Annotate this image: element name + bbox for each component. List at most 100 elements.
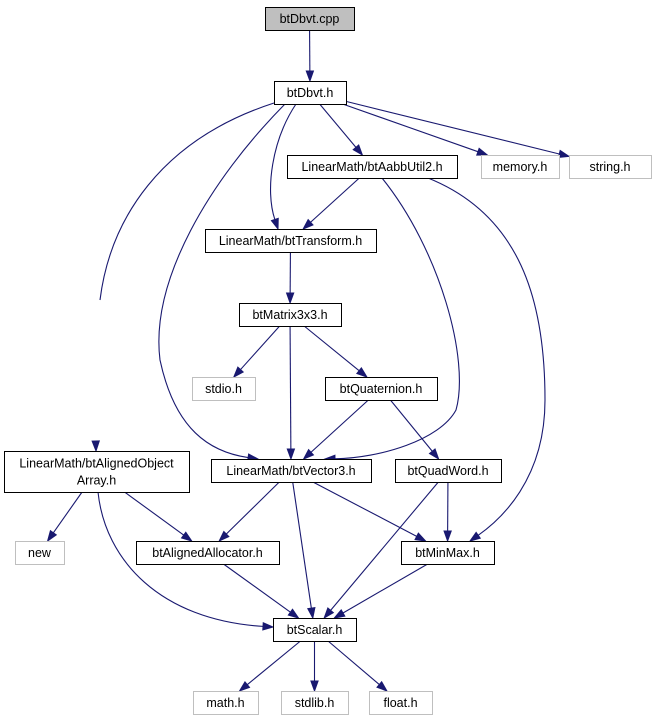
node-btVector3-h[interactable]: LinearMath/btVector3.h (211, 459, 372, 483)
edge-btDbvt-h-to-btAabbUtil2-h (319, 103, 364, 157)
node-box (15, 541, 65, 565)
edge-btQuaternion-h-to-btVector3-h (302, 399, 369, 460)
node-label: btMinMax.h (415, 546, 480, 560)
arrow-head (302, 448, 315, 460)
node-btDbvt-h[interactable]: btDbvt.h (274, 81, 347, 105)
edge-btMatrix3x3-h-to-stdio-h (232, 325, 281, 379)
node-box (193, 691, 259, 715)
node-btMinMax-h[interactable]: btMinMax.h (401, 541, 495, 565)
arrow-head (180, 531, 193, 542)
edge-line (99, 102, 275, 301)
edge-btDbvt-h-to-string-h (345, 100, 571, 159)
edge-btQuaternion-h-to-btQuadWord-h (389, 399, 440, 461)
arrow-head (468, 531, 482, 542)
edge-btTransform-h-to-btMatrix3x3-h (285, 251, 295, 305)
node-box (205, 229, 377, 253)
edge-btDbvt-h-to-btTransform-h (270, 103, 297, 231)
nodes-layer: btDbvt.cpp btDbvt.hLinearMath/btAabbUtil2… (4, 7, 652, 715)
node-box (273, 618, 357, 642)
node-label: LinearMath/btAlignedObject (19, 457, 174, 471)
edge-line (310, 177, 360, 223)
arrow-head (443, 530, 452, 543)
edge-btDbvt-h-to-btVector3-h (158, 103, 286, 462)
arrow-head (270, 217, 279, 231)
edge-line (310, 399, 369, 453)
edge-line (52, 491, 83, 534)
edge-line (240, 325, 281, 370)
edge-line (330, 481, 439, 611)
node-label: new (28, 546, 52, 560)
node-label: LinearMath/btVector3.h (226, 464, 355, 478)
node-label: btScalar.h (287, 623, 343, 637)
node-new[interactable]: new (15, 541, 65, 565)
node-float-h[interactable]: float.h (369, 691, 433, 715)
edge-line (292, 481, 312, 609)
arrow-head (428, 448, 440, 461)
arrow-head (218, 530, 230, 543)
edge-line (246, 640, 301, 686)
arrow-head (307, 606, 316, 620)
arrow-head (287, 608, 300, 619)
edge-line (334, 177, 460, 460)
node-label: btQuaternion.h (340, 382, 423, 396)
arrow-head (557, 149, 571, 159)
edge-btDbvt-h-to-memory-h (342, 103, 489, 156)
node-label: math.h (206, 696, 244, 710)
node-stdlib-h[interactable]: stdlib.h (281, 691, 349, 715)
edge-btDbvt-h-to-btAlignedObjectArray-h (91, 102, 275, 453)
node-box (265, 7, 355, 31)
node-btScalar-h[interactable]: btScalar.h (273, 618, 357, 642)
node-memory-h[interactable]: memory.h (481, 155, 560, 179)
arrow-head (310, 680, 319, 693)
edge-line (389, 399, 433, 452)
node-box (325, 377, 438, 401)
node-label: btMatrix3x3.h (252, 308, 327, 322)
node-label: memory.h (493, 160, 548, 174)
node-label: string.h (590, 160, 631, 174)
node-btAlignedAllocator-h[interactable]: btAlignedAllocator.h (136, 541, 280, 565)
edge-btAabbUtil2-h-to-btMinMax-h (427, 177, 546, 542)
node-btQuaternion-h[interactable]: btQuaternion.h (325, 377, 438, 401)
arrow-head (305, 70, 315, 83)
edge-btVector3-h-to-btAlignedAllocator-h (218, 481, 280, 543)
edge-btScalar-h-to-float-h (327, 640, 389, 692)
edge-btScalar-h-to-stdlib-h (310, 641, 319, 693)
node-btMatrix3x3-h[interactable]: btMatrix3x3.h (239, 303, 342, 327)
edge-btQuadWord-h-to-btScalar-h (323, 481, 439, 620)
node-box (192, 377, 256, 401)
node-string-h[interactable]: string.h (569, 155, 652, 179)
edge-line (312, 481, 417, 537)
node-btAabbUtil2-h[interactable]: LinearMath/btAabbUtil2.h (287, 155, 458, 179)
edge-btAlignedObjectArray-h-to-btScalar-h (97, 491, 275, 631)
arrow-head (91, 440, 101, 453)
node-btQuadWord-h[interactable]: btQuadWord.h (395, 459, 502, 483)
edge-btAabbUtil2-h-to-btVector3-h (323, 177, 460, 464)
edge-btAabbUtil2-h-to-btTransform-h (302, 177, 360, 230)
node-label: LinearMath/btAabbUtil2.h (301, 160, 442, 174)
edge-btAlignedAllocator-h-to-btScalar-h (223, 563, 300, 619)
edge-btMatrix3x3-h-to-btVector3-h (286, 325, 296, 461)
node-math-h[interactable]: math.h (193, 691, 259, 715)
arrow-head (414, 532, 427, 542)
arrow-head (476, 147, 489, 156)
arrow-head (232, 366, 245, 379)
node-btTransform-h[interactable]: LinearMath/btTransform.h (205, 229, 377, 253)
node-box (281, 691, 349, 715)
arrow-head (355, 367, 369, 378)
edge-line (124, 491, 184, 536)
edge-line (97, 491, 264, 627)
edge-btAlignedObjectArray-h-to-btAlignedAllocator-h (124, 491, 193, 542)
edge-line (345, 100, 560, 155)
arrow-head (302, 218, 314, 230)
node-stdio-h[interactable]: stdio.h (192, 377, 256, 401)
node-btDbvt-cpp[interactable]: btDbvt.cpp (265, 7, 355, 31)
node-box (274, 81, 347, 105)
arrow-head (323, 607, 335, 620)
node-label: stdio.h (205, 382, 242, 396)
node-box (481, 155, 560, 179)
edge-btScalar-h-to-math-h (238, 640, 301, 692)
node-label: btQuadWord.h (407, 464, 488, 478)
edge-btVector3-h-to-btScalar-h (292, 481, 316, 620)
